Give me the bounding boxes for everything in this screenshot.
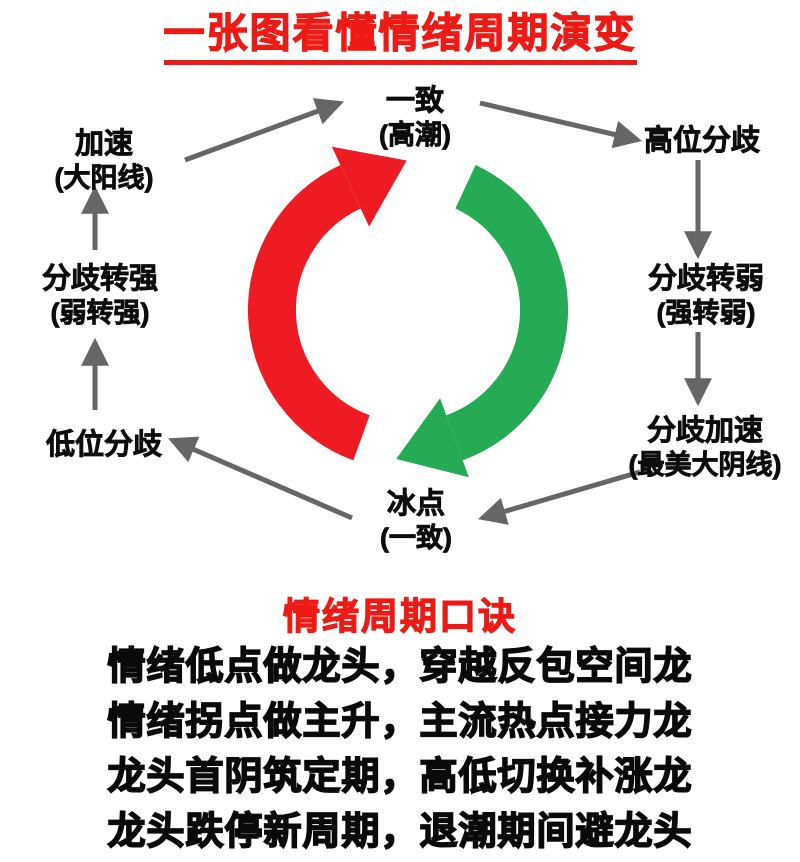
mnemonic-line: 情绪拐点做主升，主流热点接力龙 [107,700,693,744]
red-cycle-arc [247,164,371,461]
flow-arrow-freezing-to-low-divergence [168,436,353,521]
cycle-node-divergence-accelerate: 分歧加速 (最美大阴线) [628,414,782,482]
green-cycle-arrowhead-icon [396,398,469,478]
page-title: 一张图看懂情绪周期演变 [163,9,637,66]
node-label: 分歧加速 [646,415,764,448]
node-label: 加速 [74,128,134,161]
cycle-node-high-divergence: 高位分歧 [643,124,761,159]
flow-arrow-accelerate-to-consensus [184,98,344,163]
node-sublabel: (大阳线) [54,163,154,194]
title-wrap: 一张图看懂情绪周期演变 [0,9,800,66]
cycle-node-consensus-peak: 一致 (高潮) [379,84,452,152]
node-sublabel: (一致) [380,523,453,554]
node-sublabel: (弱转强) [50,298,150,329]
mnemonic-line: 龙头首阴筑定期，高低切换补涨龙 [107,755,693,799]
node-label: 低位分歧 [45,429,163,462]
mnemonic-lines: 情绪低点做龙头，穿越反包空间龙 情绪拐点做主升，主流热点接力龙 龙头首阴筑定期，… [0,640,800,860]
cycle-node-divergence-to-weak: 分歧转弱 (强转弱) [647,262,765,330]
node-sublabel: (高潮) [379,120,452,151]
mnemonic-line: 龙头跌停新周期，退潮期间避龙头 [107,810,693,854]
red-cycle-arrowhead-icon [331,146,407,227]
node-label: 一致 [385,85,445,118]
cycle-node-freezing-point: 冰点 (一致) [380,487,453,555]
node-label: 冰点 [386,488,446,521]
flow-arrow-consensus-to-high-divergence [479,100,643,149]
node-sublabel: (强转弱) [656,298,756,329]
node-label: 分歧转弱 [647,263,765,296]
mnemonic-heading: 情绪周期口诀 [282,595,517,637]
flow-arrow-accelerating-divergence-to-freezing [477,469,641,525]
cycle-node-divergence-to-strong: 分歧转强 (弱转强) [41,262,159,330]
mnemonic-line: 情绪低点做龙头，穿越反包空间龙 [107,645,693,689]
cycle-node-low-divergence: 低位分歧 [45,428,163,463]
green-cycle-arc [445,164,569,461]
node-sublabel: (最美大阴线) [628,450,782,481]
node-label: 分歧转强 [41,263,159,296]
cycle-diagram [81,98,712,525]
cycle-node-accelerate: 加速 (大阳线) [54,127,154,195]
node-label: 高位分歧 [643,125,761,158]
